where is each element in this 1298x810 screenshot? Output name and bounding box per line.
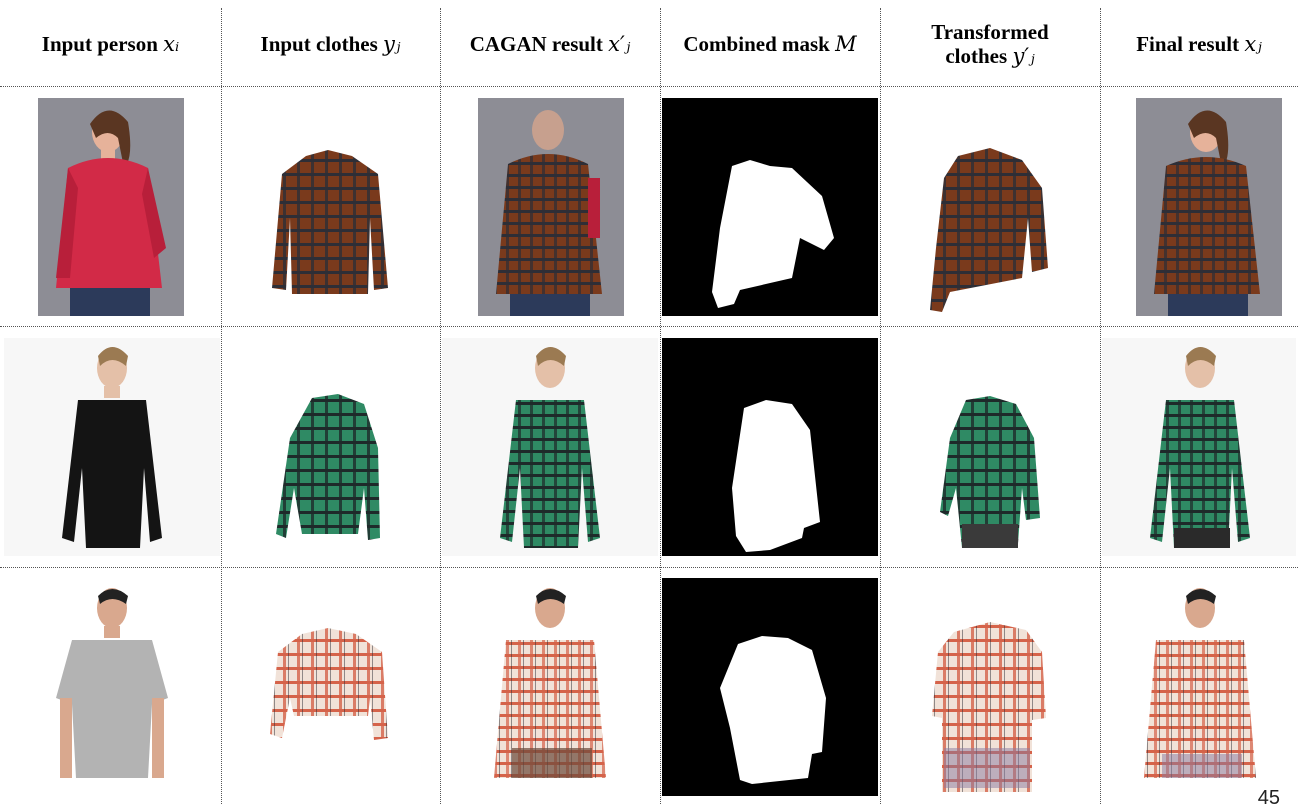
column-divider [440, 8, 441, 804]
input-person-image [4, 338, 220, 556]
column-divider [1100, 8, 1101, 804]
column-divider [221, 8, 222, 804]
transformed-clothes-image [882, 338, 1098, 556]
row-divider [0, 86, 1298, 87]
combined-mask-image [662, 338, 878, 556]
transformed-clothes-image [882, 98, 1098, 316]
header-cagan-result: CAGAN result x′ⱼ [469, 31, 631, 56]
row-divider [0, 567, 1298, 568]
header-input-person: Input person xᵢ [41, 31, 180, 56]
cagan-result-image [478, 98, 624, 316]
header-input-clothes: Input clothes yⱼ [260, 31, 401, 56]
cagan-result-image [442, 338, 658, 556]
input-clothes-image [222, 578, 438, 796]
page-number: 45 [1257, 787, 1280, 809]
input-clothes-image [222, 98, 438, 316]
input-person-image [4, 578, 220, 796]
cagan-result-image [442, 578, 658, 796]
header-final-result: Final result xⱼ [1136, 31, 1262, 56]
column-divider [880, 8, 881, 804]
input-person-image [38, 98, 184, 316]
column-divider [660, 8, 661, 804]
final-result-image [1102, 338, 1296, 556]
header-combined-mask: Combined mask M [683, 31, 857, 56]
header-transformed-clothes: Transformed clothes y′ⱼ [931, 19, 1049, 68]
final-result-image [1136, 98, 1282, 316]
row-divider [0, 326, 1298, 327]
combined-mask-image [662, 98, 878, 316]
combined-mask-image [662, 578, 878, 796]
input-clothes-image [222, 338, 438, 556]
transformed-clothes-image [882, 578, 1098, 796]
final-result-image [1102, 578, 1296, 796]
